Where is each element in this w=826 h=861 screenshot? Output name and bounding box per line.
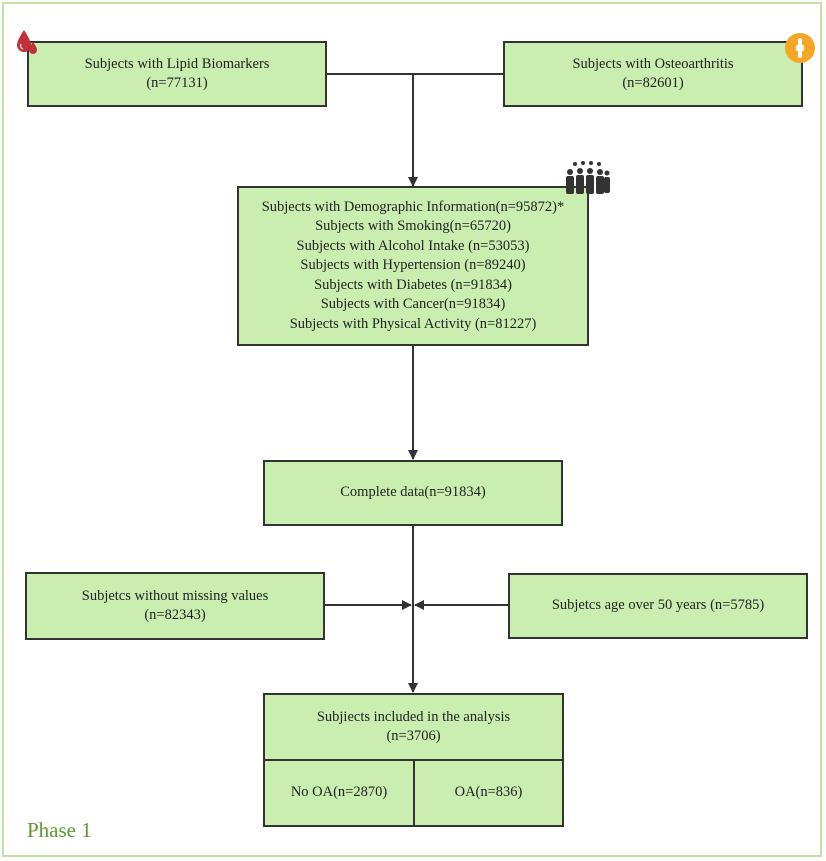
box-without-missing-values: Subjetcs without missing values (n=82343… bbox=[25, 572, 325, 640]
blood-drop-icon bbox=[17, 30, 37, 54]
box-age-over-50: Subjetcs age over 50 years (n=5785) bbox=[508, 573, 808, 639]
box-line: (n=82343) bbox=[144, 607, 206, 623]
box-line: (n=82601) bbox=[622, 75, 684, 91]
box-complete-data: Complete data(n=91834) bbox=[263, 460, 563, 526]
box-line: Subjects with Lipid Biomarkers bbox=[84, 55, 270, 72]
phase-label: Phase 1 bbox=[27, 818, 92, 842]
box-lipid-biomarkers: Subjects with Lipid Biomarkers (n=77131) bbox=[27, 41, 327, 107]
box-line: (n=3706) bbox=[386, 728, 441, 744]
box-oa: OA(n=836) bbox=[413, 759, 564, 827]
box-line: OA(n=836) bbox=[454, 784, 523, 801]
box-included-in-analysis: Subjiects included in the analysis (n=37… bbox=[263, 693, 564, 761]
box-line: Subjects with Osteoarthritis bbox=[572, 55, 734, 72]
box-line: Subjects with Smoking(n=65720) bbox=[315, 218, 511, 235]
box-line: Subjetcs age over 50 years (n=5785) bbox=[551, 597, 765, 614]
box-no-oa: No OA(n=2870) bbox=[263, 759, 415, 827]
box-line: Complete data(n=91834) bbox=[340, 484, 486, 501]
people-group-icon bbox=[566, 161, 610, 194]
box-line: Subjiects included in the analysis bbox=[316, 708, 511, 725]
box-line: Subjetcs without missing values bbox=[81, 587, 269, 604]
box-line: (n=77131) bbox=[146, 75, 208, 91]
box-line: Subjects with Alcohol Intake (n=53053) bbox=[296, 237, 530, 254]
box-line: Subjects with Cancer(n=91834) bbox=[320, 296, 506, 313]
box-line: Subjects with Physical Activity (n=81227… bbox=[289, 315, 537, 332]
box-osteoarthritis: Subjects with Osteoarthritis (n=82601) bbox=[503, 41, 803, 107]
box-demographic-information: Subjects with Demographic Information(n=… bbox=[237, 186, 589, 346]
joint-icon bbox=[785, 33, 815, 63]
box-line: Subjects with Diabetes (n=91834) bbox=[314, 276, 512, 293]
box-line: No OA(n=2870) bbox=[290, 784, 388, 801]
box-line: Subjects with Hypertension (n=89240) bbox=[300, 257, 526, 274]
box-line: Subjects with Demographic Information(n=… bbox=[261, 198, 565, 215]
